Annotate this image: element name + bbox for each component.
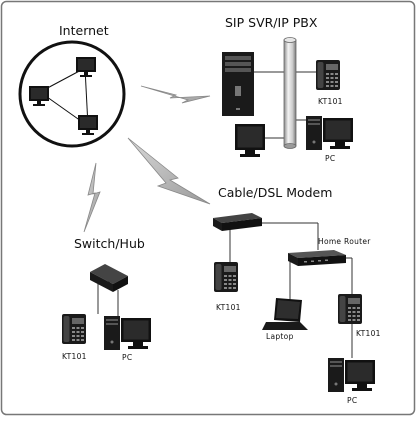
kt101-router-label: KT101 <box>356 329 381 338</box>
monitor-icon <box>235 124 265 157</box>
lightning-bolt-icon <box>140 85 211 104</box>
connection-lines <box>97 71 353 358</box>
switch-hub-icon <box>90 264 128 292</box>
network-backbone-pipe <box>283 37 297 149</box>
laptop-icon <box>262 298 308 330</box>
switch-hub-label: Switch/Hub <box>74 236 145 251</box>
home-router-label: Home Router <box>318 237 371 246</box>
modem-icon <box>213 213 262 231</box>
pc-switch-label: PC <box>122 353 132 362</box>
kt101-server-label: KT101 <box>318 97 343 106</box>
pc-server-label: PC <box>325 154 335 163</box>
laptop-label: Laptop <box>266 332 294 341</box>
kt101-modem-label: KT101 <box>216 303 241 312</box>
router-icon <box>288 250 346 266</box>
pc-router-label: PC <box>347 396 357 405</box>
ip-phone-icon <box>316 60 340 90</box>
server-tower-icon <box>222 52 254 116</box>
sip-server-label: SIP SVR/IP PBX <box>225 15 318 30</box>
internet-label: Internet <box>59 23 109 38</box>
lightning-bolt-icon <box>127 137 211 205</box>
ip-phone-icon <box>62 314 86 344</box>
internet-cloud <box>18 40 126 148</box>
ip-phone-icon <box>338 294 362 324</box>
cable-modem-label: Cable/DSL Modem <box>218 185 332 200</box>
ip-phone-icon <box>214 262 238 292</box>
kt101-switch-label: KT101 <box>62 352 87 361</box>
lightning-bolt-icon <box>83 162 101 233</box>
